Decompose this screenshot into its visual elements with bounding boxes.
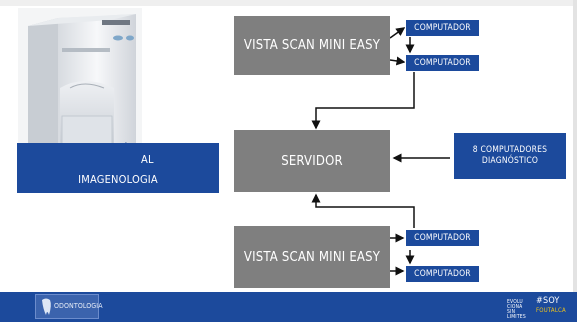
scanner-box-bottom-label: VISTA SCAN MINI EASY <box>243 249 381 265</box>
logo-text: ODONTOLOGIA <box>54 302 103 310</box>
foutalca-text: FOUTALCA <box>536 307 566 314</box>
computer-box-top-1: COMPUTADOR <box>405 19 480 37</box>
evoluciona-text: EVOLU CIONA SIN LIMITES <box>507 300 526 320</box>
top-strip <box>0 0 577 6</box>
evo-line-4: LIMITES <box>507 314 526 320</box>
imagenologia-label-box: AL IMAGENOLOGIA <box>17 143 219 193</box>
diagnostic-computers-box: 8 COMPUTADORES DIAGNÓSTICO <box>453 132 567 180</box>
computer-box-bottom-2: COMPUTADOR <box>405 265 480 283</box>
computer-box-bottom-2-label: COMPUTADOR <box>414 269 471 279</box>
evo-line-3: SIN <box>507 309 516 315</box>
computer-box-top-1-label: COMPUTADOR <box>414 23 471 33</box>
side-strip <box>573 0 577 322</box>
scanner-box-top: VISTA SCAN MINI EASY <box>234 16 390 75</box>
tooth-logo-icon <box>42 298 51 315</box>
diagnostic-line2: DIAGNÓSTICO <box>481 156 539 166</box>
scanner-box-bottom: VISTA SCAN MINI EASY <box>234 226 390 288</box>
soy-hashtag: #SOY <box>536 296 560 306</box>
footer-bar: ODONTOLOGIA <box>0 292 577 322</box>
odontologia-logo: ODONTOLOGIA <box>35 294 103 319</box>
server-box: SERVIDOR <box>234 130 390 192</box>
imagenologia-label-line2: IMAGENOLOGIA <box>78 173 158 186</box>
computer-box-bottom-1-label: COMPUTADOR <box>414 233 471 243</box>
scanner-box-top-label: VISTA SCAN MINI EASY <box>243 38 381 53</box>
diagnostic-line1: 8 COMPUTADORES <box>472 145 548 155</box>
server-box-label: SERVIDOR <box>281 153 343 169</box>
evo-line-1: EVOLU <box>507 299 523 305</box>
computer-box-bottom-1: COMPUTADOR <box>405 229 480 247</box>
computer-box-top-2-label: COMPUTADOR <box>414 58 471 68</box>
evo-line-2: CIONA <box>507 304 523 310</box>
computer-box-top-2: COMPUTADOR <box>405 54 480 72</box>
imagenologia-label-line1: AL <box>141 153 154 166</box>
